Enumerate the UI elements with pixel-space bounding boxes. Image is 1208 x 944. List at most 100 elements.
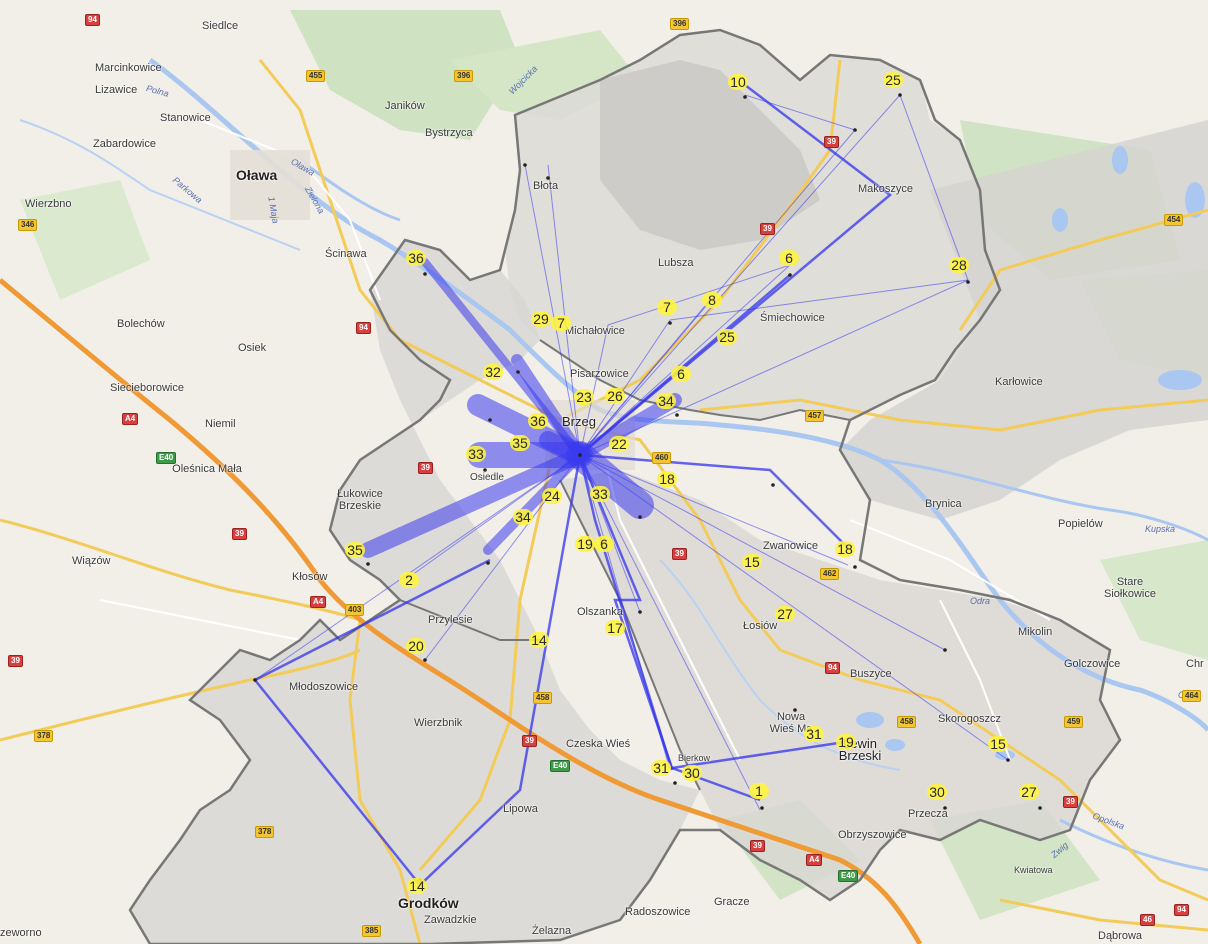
numbered-marker[interactable]: 33 (590, 486, 610, 502)
numbered-marker[interactable]: 30 (927, 784, 947, 800)
numbered-marker[interactable]: 30 (682, 765, 702, 781)
numbered-marker[interactable]: 27 (1019, 784, 1039, 800)
numbered-marker[interactable]: 25 (717, 329, 737, 345)
road-shield: A4 (310, 596, 327, 608)
road-shield: 454 (1164, 214, 1184, 226)
place-label: Bierkow (678, 753, 711, 763)
numbered-marker[interactable]: 7 (551, 315, 571, 331)
numbered-marker[interactable]: 24 (542, 488, 562, 504)
place-label: Osiek (238, 342, 267, 354)
place-label: Zawadzkie (424, 914, 477, 926)
numbered-marker[interactable]: 6 (671, 366, 691, 382)
road (258, 59, 561, 422)
numbered-marker[interactable]: 35 (345, 542, 365, 558)
numbered-marker[interactable]: 20 (406, 638, 426, 654)
road-shield: 346 (18, 219, 38, 231)
numbered-marker[interactable]: 26 (605, 388, 625, 404)
road-shield: 94 (825, 662, 840, 674)
numbered-marker[interactable]: 34 (656, 393, 676, 409)
numbered-marker[interactable]: 22 (609, 436, 629, 452)
numbered-marker[interactable]: 36 (528, 413, 548, 429)
numbered-marker[interactable]: 35 (510, 435, 530, 451)
numbered-marker[interactable]: 15 (742, 554, 762, 570)
place-label-town: Grodków (398, 895, 459, 911)
road (559, 418, 1208, 902)
numbered-marker[interactable]: 14 (529, 632, 549, 648)
road-shield: 403 (345, 604, 365, 616)
numbered-marker[interactable]: 36 (406, 250, 426, 266)
place-label: Lipowa (503, 803, 538, 815)
numbered-marker[interactable]: 27 (775, 606, 795, 622)
numbered-marker[interactable]: 6 (779, 250, 799, 266)
street (199, 119, 381, 301)
numbered-marker[interactable]: 17 (605, 620, 625, 636)
numbered-marker[interactable]: 14 (407, 878, 427, 894)
place-label: Stare Siołkowice (1104, 576, 1156, 600)
numbered-marker[interactable]: 18 (835, 541, 855, 557)
numbered-marker[interactable]: 6 (594, 536, 614, 552)
numbered-marker[interactable]: 15 (988, 736, 1008, 752)
road (0, 648, 361, 742)
road (559, 59, 842, 422)
numbered-marker[interactable]: 19 (575, 536, 595, 552)
river-label: Odra (970, 596, 991, 606)
place-label: Karłowice (995, 376, 1043, 388)
place-label: Bolechów (117, 318, 165, 330)
place-label: Łosiów (743, 620, 778, 632)
numbered-marker[interactable]: 10 (728, 74, 748, 90)
numbered-marker[interactable]: 28 (949, 257, 969, 273)
road (699, 398, 1208, 432)
numbered-marker[interactable]: 19 (836, 734, 856, 750)
road-shield: 378 (34, 730, 54, 742)
location-dots (253, 93, 1042, 882)
numbered-marker[interactable]: 2 (399, 572, 419, 588)
place-label: Obrzyszowice (838, 829, 907, 841)
road-shield: 458 (897, 716, 917, 728)
numbered-marker[interactable]: 31 (804, 726, 824, 742)
place-label: Wiązów (72, 555, 111, 567)
numbered-marker[interactable]: 1 (749, 783, 769, 799)
road-shield: 385 (362, 925, 382, 937)
county-boundary (128, 28, 1122, 944)
numbered-marker[interactable]: 33 (466, 446, 486, 462)
numbered-marker[interactable]: 7 (657, 299, 677, 315)
road-shield: 39 (418, 462, 433, 474)
road-shield: 39 (8, 655, 23, 667)
road-shield: 39 (1063, 796, 1078, 808)
road-shield: 94 (85, 14, 100, 26)
place-label: Czeska Wieś (566, 738, 631, 750)
lake (885, 739, 905, 751)
numbered-marker[interactable]: 31 (651, 760, 671, 776)
road-shield: 396 (454, 70, 474, 82)
place-label: Kwiatowa (1014, 865, 1053, 875)
road-shield: 46 (1140, 914, 1155, 926)
place-label: Siedlce (202, 20, 239, 32)
road-shield: 39 (672, 548, 687, 560)
numbered-marker[interactable]: 29 (531, 311, 551, 327)
lake (856, 712, 884, 728)
gmina-boundary (539, 339, 851, 422)
city-olawa-area (230, 150, 310, 220)
road-shield: 460 (652, 452, 672, 464)
road-shield: 378 (255, 826, 275, 838)
numbered-marker[interactable]: 34 (513, 509, 533, 525)
numbered-marker[interactable]: 8 (702, 292, 722, 308)
numbered-marker[interactable]: 18 (657, 471, 677, 487)
place-label: Niemil (205, 418, 236, 430)
numbered-marker[interactable]: 32 (483, 364, 503, 380)
place-label: Osiedle (470, 472, 504, 483)
place-label: Zabardowice (93, 138, 156, 150)
road (348, 619, 422, 944)
place-label: Radoszowice (625, 906, 691, 918)
road-shield: 464 (1182, 690, 1202, 702)
numbered-marker[interactable]: 23 (574, 389, 594, 405)
place-label: Wierzbnik (414, 717, 463, 729)
numbered-marker[interactable]: 25 (883, 72, 903, 88)
road (999, 898, 1208, 932)
place-label: Pisarzowice (570, 368, 629, 380)
river-label: Kupska (1145, 524, 1176, 534)
road-shield: 457 (805, 410, 825, 422)
place-label: Młodoszowice (289, 681, 359, 693)
road-shield: 39 (824, 136, 839, 148)
